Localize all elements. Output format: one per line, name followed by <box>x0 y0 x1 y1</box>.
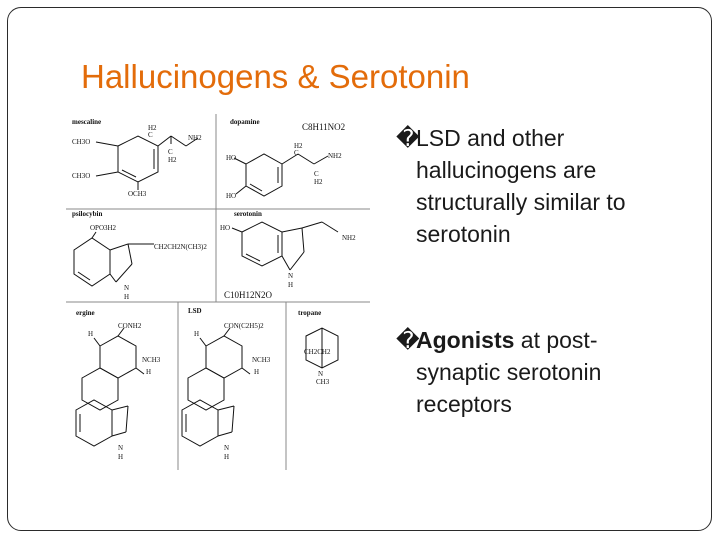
ergine-structure <box>75 327 145 447</box>
group-c-d2: C <box>314 170 319 178</box>
bullet-line: hallucinogens are <box>416 157 597 183</box>
group-h2-d2: H2 <box>314 178 323 186</box>
slide-title: Hallucinogens & Serotonin <box>81 58 470 95</box>
bullet-line: LSD and other <box>416 125 565 151</box>
group-h-erg: H <box>88 330 93 338</box>
label-psilocybin: psilocybin <box>72 210 102 218</box>
slide-frame <box>7 7 712 531</box>
group-h-psi: H <box>124 293 129 301</box>
group-n-erg: N <box>118 444 123 452</box>
label-ergine: ergine <box>76 309 95 317</box>
label-dopamine: dopamine <box>230 118 260 126</box>
bullet-line-first: Agonists at post- <box>396 324 696 356</box>
group-ho-d1: HO <box>226 154 236 162</box>
group-h3-lsd: H <box>224 453 229 461</box>
bullet-line: synaptic serotonin <box>416 359 602 385</box>
group-ch3-trop: CH3 <box>316 378 330 386</box>
group-h-s: H <box>288 281 293 289</box>
group-nh2-s: NH2 <box>342 234 356 242</box>
bold-term: Agonists <box>416 327 515 353</box>
group-h2-a: H2 <box>148 124 157 132</box>
group-nh2-d: NH2 <box>328 152 342 160</box>
group-ho-s: HO <box>220 224 230 232</box>
group-ho-d2: HO <box>226 192 236 200</box>
group-ch2ch2: CH2CH2 <box>304 348 331 356</box>
label-tropane: tropane <box>298 309 321 317</box>
group-n-trop: N <box>318 370 323 378</box>
bullet-marker-icon: � <box>396 327 420 353</box>
psilocybin-structure <box>73 231 154 287</box>
bullet-agonists: � Agonists at post- synaptic serotonin r… <box>396 324 696 420</box>
formula-dopamine: C8H11NO2 <box>302 122 345 132</box>
group-c-a: C <box>148 131 153 139</box>
group-nch3-erg: NCH3 <box>142 356 161 364</box>
bullet-text: at post- <box>514 327 598 353</box>
lsd-structure <box>181 327 251 447</box>
group-h3-erg: H <box>118 453 123 461</box>
group-nch3-lsd: NCH3 <box>252 356 271 364</box>
group-ch3o-2: CH3O <box>72 172 90 180</box>
group-h2-d: H2 <box>294 142 303 150</box>
group-c-b: C <box>168 148 173 156</box>
figure-grid <box>66 114 370 470</box>
group-conh2: CONH2 <box>118 322 142 330</box>
label-mescaline: mescaline <box>72 118 101 126</box>
group-con-lsd: CON(C2H5)2 <box>224 322 264 330</box>
group-h2-erg: H <box>146 368 151 376</box>
group-c-d: C <box>294 149 299 157</box>
bullet-line: structurally similar to <box>416 189 626 215</box>
structures-svg: mescaline dopamine psilocybin serotonin … <box>66 114 370 470</box>
formula-serotonin: C10H12N2O <box>224 290 273 300</box>
group-n-lsd: N <box>224 444 229 452</box>
group-nh2-a: NH2 <box>188 134 202 142</box>
bullet-line: serotonin <box>416 221 511 247</box>
tropane-structure <box>305 327 339 369</box>
group-h2-b: H2 <box>168 156 177 164</box>
group-opo3h2: OPO3H2 <box>90 224 117 232</box>
label-lsd: LSD <box>188 307 202 315</box>
dopamine-structure <box>233 153 329 197</box>
group-ch3o-1: CH3O <box>72 138 90 146</box>
label-serotonin: serotonin <box>234 210 262 218</box>
bullet-marker-icon: � <box>396 125 420 151</box>
group-h-lsd: H <box>194 330 199 338</box>
group-n-psi: N <box>124 284 129 292</box>
group-och3: OCH3 <box>128 190 147 198</box>
mescaline-structure <box>95 135 199 190</box>
chemical-structures-figure: mescaline dopamine psilocybin serotonin … <box>66 114 370 470</box>
group-n-s: N <box>288 272 293 280</box>
serotonin-structure <box>231 221 339 271</box>
group-side-psi: CH2CH2N(CH3)2 <box>154 243 207 251</box>
bullet-lsd-similarity: � LSD and other hallucinogens are struct… <box>396 122 696 250</box>
bullet-line: receptors <box>416 391 512 417</box>
group-h2-lsd: H <box>254 368 259 376</box>
